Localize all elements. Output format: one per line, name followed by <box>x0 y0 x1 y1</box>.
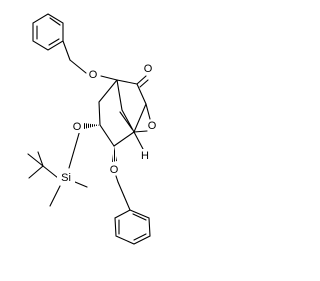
atom-label-o-benzyloxy-bottom: O <box>108 163 120 176</box>
bridge-bond <box>119 111 133 130</box>
molecule-drawing: O O O O Si O H <box>27 13 158 245</box>
atom-label-o-benzyloxy-top: O <box>87 68 99 81</box>
o-ch2-bond-bottom <box>117 181 125 197</box>
bicyclic-core <box>98 79 147 147</box>
atom-label-o-silyloxy: O <box>71 120 83 133</box>
svg-text:O: O <box>144 63 153 75</box>
atom-label-o-bridge: O <box>146 119 158 132</box>
bridge-o-bond-2 <box>133 130 148 133</box>
svg-text:O: O <box>110 164 119 176</box>
o-ch2-bond-top <box>69 59 87 74</box>
atom-label-o-carbonyl: O <box>142 62 154 75</box>
carbonyl-double-bond <box>136 75 149 88</box>
benzene-ring-bottom <box>114 209 151 245</box>
svg-text:H: H <box>141 150 149 162</box>
benzyl-ch2-bond-bottom <box>123 195 131 211</box>
benzyl-ch2-bond-top <box>62 40 71 61</box>
benzene-ring-top <box>32 13 64 51</box>
bond-to-h <box>133 131 144 150</box>
structure-canvas: O O O O Si O H <box>27 13 158 245</box>
atom-label-h: H <box>139 149 150 162</box>
o-quaternary-bond <box>100 75 118 81</box>
svg-text:Si: Si <box>61 172 71 184</box>
svg-text:O: O <box>89 69 98 81</box>
atom-label-si: Si <box>57 170 75 184</box>
svg-text:O: O <box>73 121 82 133</box>
bridge-o-bonds <box>145 103 151 120</box>
hashed-wedge-obn <box>112 146 117 162</box>
tbs-group <box>27 129 88 207</box>
hashed-wedge-osi <box>83 123 100 129</box>
svg-text:O: O <box>148 120 157 132</box>
o-ch2-link-bottom <box>115 175 119 183</box>
